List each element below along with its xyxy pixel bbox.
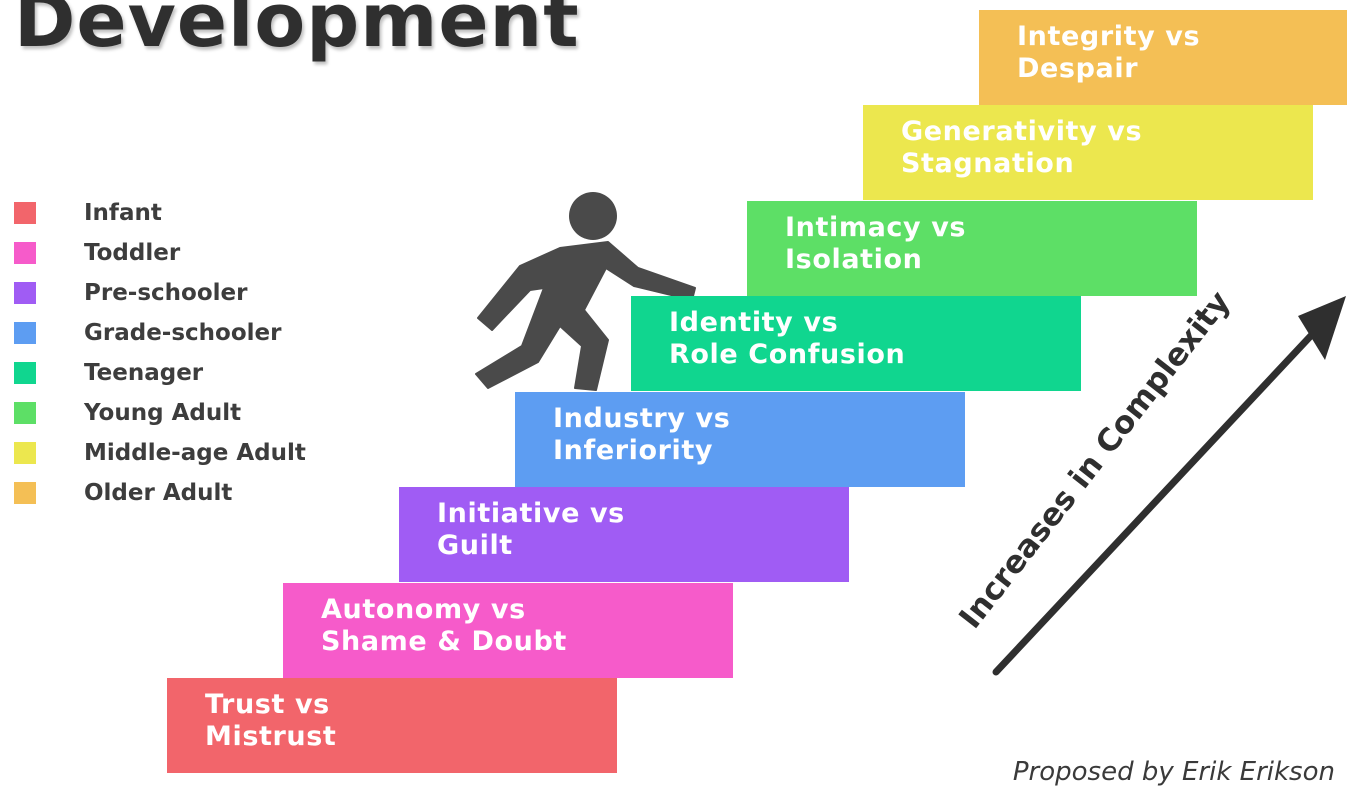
arrow-up-right-icon (992, 296, 1346, 676)
legend-swatch (14, 402, 36, 424)
stage-label-line1: Initiative vs (437, 498, 625, 529)
credit-text: Proposed by Erik Erikson (1012, 757, 1335, 787)
stage-label-line1: Trust vs (205, 689, 330, 720)
stage-label-line1: Integrity vs (1017, 21, 1201, 52)
stage-label-line1: Autonomy vs (321, 594, 526, 625)
legend-label: Young Adult (84, 400, 242, 426)
diagram-title: Development (14, 0, 580, 64)
stage-label-line2: Despair (1017, 53, 1139, 84)
legend-label: Older Adult (84, 480, 233, 506)
legend-swatch (14, 362, 36, 384)
legend-label: Infant (84, 200, 162, 226)
stage-step-identity: Identity vs Role Confusion (631, 296, 1081, 391)
legend-label: Pre-schooler (84, 280, 248, 306)
legend-swatch (14, 282, 36, 304)
stage-step-intimacy: Intimacy vs Isolation (747, 201, 1197, 296)
stage-label-line1: Industry vs (553, 403, 731, 434)
legend-item-grade-schooler: Grade-schooler (14, 313, 306, 353)
stage-label-line1: Generativity vs (901, 116, 1143, 147)
legend-swatch (14, 202, 36, 224)
stage-label-line2: Guilt (437, 530, 513, 561)
legend-swatch (14, 482, 36, 504)
legend: Infant Toddler Pre-schooler Grade-school… (14, 193, 306, 513)
legend-item-toddler: Toddler (14, 233, 306, 273)
legend-swatch (14, 442, 36, 464)
legend-item-infant: Infant (14, 193, 306, 233)
stage-step-industry: Industry vs Inferiority (515, 392, 965, 487)
stage-step-generativity: Generativity vs Stagnation (863, 105, 1313, 200)
legend-label: Grade-schooler (84, 320, 282, 346)
stage-step-integrity: Integrity vs Despair (979, 10, 1347, 105)
stage-label-line2: Isolation (785, 244, 923, 275)
stage-label-line2: Shame & Doubt (321, 626, 567, 657)
legend-label: Teenager (84, 360, 204, 386)
stage-step-trust: Trust vs Mistrust (167, 678, 617, 773)
stage-step-autonomy: Autonomy vs Shame & Doubt (283, 583, 733, 678)
legend-swatch (14, 322, 36, 344)
stage-label-line2: Role Confusion (669, 339, 906, 370)
legend-item-teenager: Teenager (14, 353, 306, 393)
legend-item-middle-age-adult: Middle-age Adult (14, 433, 306, 473)
legend-label: Middle-age Adult (84, 440, 306, 466)
stage-label-line2: Mistrust (205, 721, 337, 752)
legend-item-pre-schooler: Pre-schooler (14, 273, 306, 313)
legend-swatch (14, 242, 36, 264)
stage-step-initiative: Initiative vs Guilt (399, 487, 849, 582)
stage-label-line1: Intimacy vs (785, 212, 967, 243)
stage-label-line2: Inferiority (553, 435, 714, 466)
legend-item-young-adult: Young Adult (14, 393, 306, 433)
legend-label: Toddler (84, 240, 181, 266)
stage-label-line1: Identity vs (669, 307, 839, 338)
legend-item-older-adult: Older Adult (14, 473, 306, 513)
stage-label-line2: Stagnation (901, 148, 1075, 179)
